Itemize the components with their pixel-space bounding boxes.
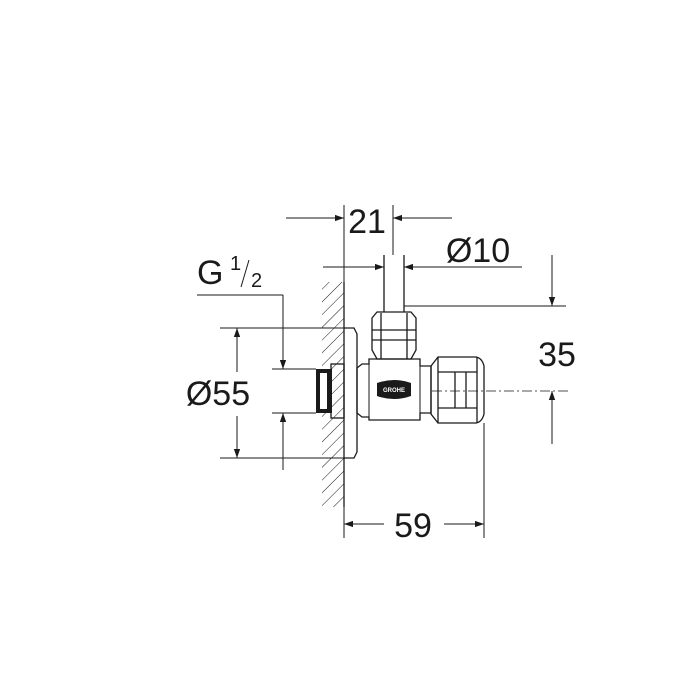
thread-nipple bbox=[316, 363, 345, 419]
dim-d55-label: Ø55 bbox=[186, 375, 250, 413]
dim-thread: G 1 2 bbox=[197, 253, 316, 470]
dim-21-label: 21 bbox=[348, 203, 386, 241]
dim-35-label: 35 bbox=[538, 336, 576, 374]
logo-text: GROHE bbox=[383, 388, 405, 394]
thread-prefix: G bbox=[197, 254, 223, 292]
dim-59: 59 bbox=[343, 423, 485, 545]
thread-fraction-slash bbox=[240, 259, 250, 288]
top-nut bbox=[371, 255, 417, 360]
dim-59-label: 59 bbox=[394, 507, 432, 545]
dim-d10-label: Ø10 bbox=[446, 232, 510, 270]
outlet-nut bbox=[430, 356, 485, 424]
rosette-plate bbox=[344, 327, 358, 459]
thread-denominator: 2 bbox=[251, 270, 262, 292]
dim-35: 35 bbox=[404, 255, 576, 444]
dim-21: 21 bbox=[286, 203, 452, 282]
thread-numerator: 1 bbox=[230, 253, 241, 275]
dim-d10: Ø10 bbox=[323, 232, 522, 271]
grohe-logo: GROHE bbox=[377, 380, 411, 399]
dim-d55: Ø55 bbox=[186, 327, 344, 459]
